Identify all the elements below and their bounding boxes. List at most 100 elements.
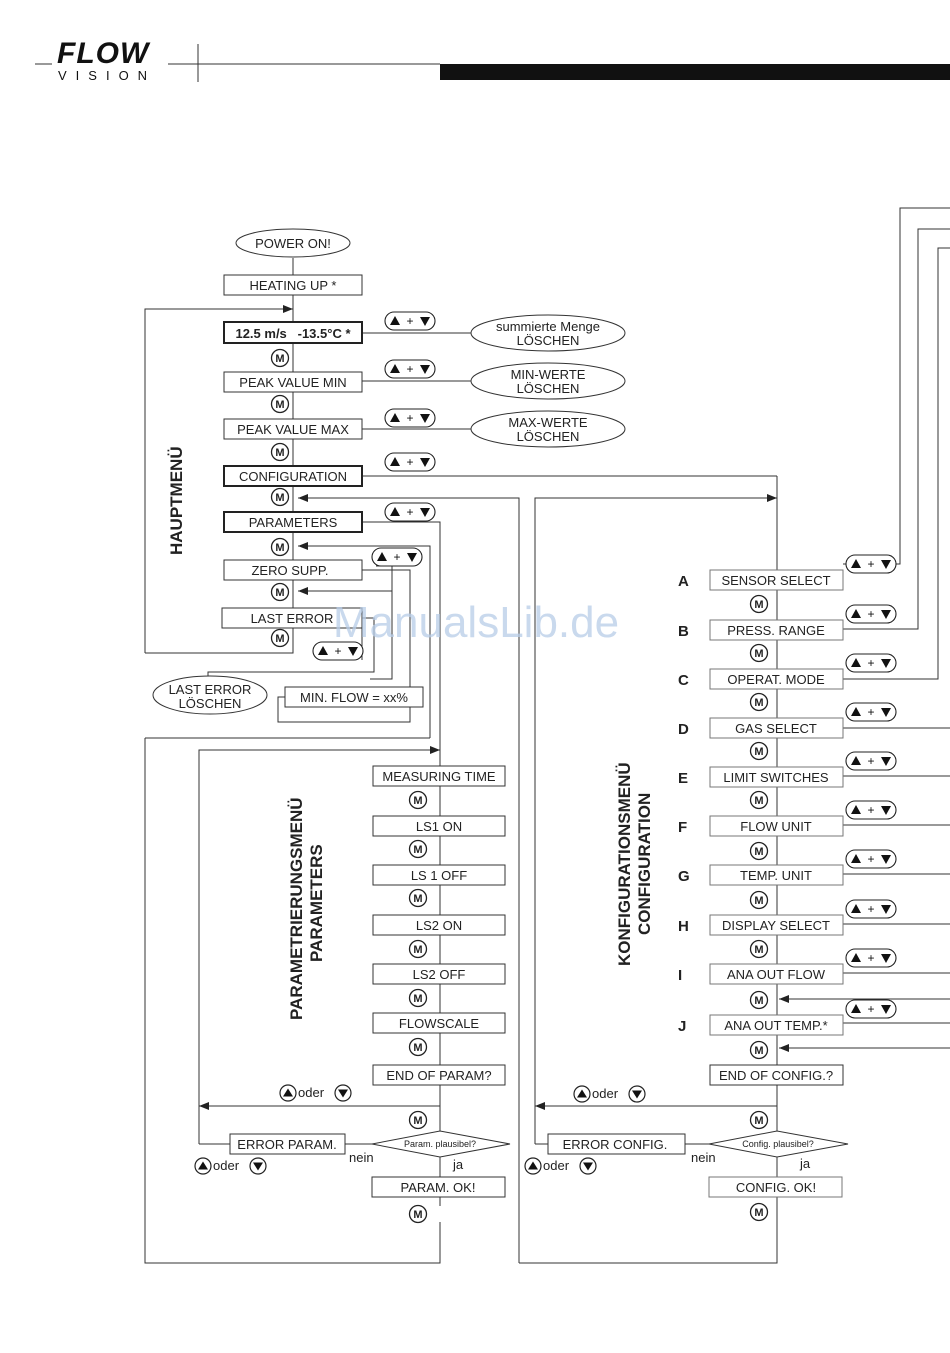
up-plus-down-key-icon: + [312,641,364,661]
reading-label: 12.5 m/s -13.5°C * [235,326,351,341]
m-key-icon: M [749,890,769,910]
config-error-label: ERROR CONFIG. [563,1137,668,1152]
m-key-icon: M [270,582,290,602]
config-decision-label: Config. plausibel? [742,1139,814,1149]
clear-last-error-line2: LÖSCHEN [179,696,242,711]
m-key-label: M [413,1209,422,1221]
up-plus-down-key-icon: + [845,800,897,820]
config-item-letter: G [678,868,690,885]
m-key-icon: M [749,643,769,663]
m-key-label: M [754,1045,763,1057]
reading-box [223,321,363,344]
m-key-label: M [413,944,422,956]
m-key-label: M [275,633,284,645]
peak-min-box [223,371,363,393]
clear-min-node [470,362,626,400]
m-key-icon: M [749,790,769,810]
config-item-box [709,914,844,936]
param-error-label: ERROR PARAM. [237,1137,336,1152]
svg-text:+: + [867,852,874,866]
up-plus-down-key-icon: + [384,408,436,428]
parameters-box [223,511,363,533]
m-key-icon: M [408,790,428,810]
config-item-label: SENSOR SELECT [721,573,830,588]
svg-text:+: + [334,644,341,658]
svg-text:oder: oder [543,1158,570,1173]
up-plus-down-key-icon: + [384,502,436,522]
svg-text:oder: oder [592,1086,619,1101]
clear-total-line2: LÖSCHEN [517,333,580,348]
up-plus-down-key-icon: + [845,604,897,624]
config-item-letter: A [678,573,689,590]
m-key-icon: M [408,939,428,959]
up-plus-down-key-icon: + [845,999,897,1019]
m-key-icon: M [749,741,769,761]
config-item-letter: H [678,918,689,935]
param-item-box [372,1012,506,1034]
param-item-box [372,1064,506,1086]
peak-max-label: PEAK VALUE MAX [237,422,349,437]
param-item-label: LS 1 OFF [411,868,467,883]
param-item-box [372,864,506,886]
m-key-icon: M [408,888,428,908]
clear-min-line2: LÖSCHEN [517,381,580,396]
m-key-label: M [413,1115,422,1127]
last-error-label: LAST ERROR [251,611,334,626]
config-decision-node [708,1130,849,1158]
m-key-label: M [754,846,763,858]
svg-text:+: + [867,951,874,965]
param-ok-box [371,1176,506,1198]
config-item-box [709,815,844,837]
svg-text:+: + [867,754,874,768]
param-menu: PARAMETRIERUNGSMENÜ PARAMETERS MEASURING… [229,765,511,1198]
clear-last-error-node [152,675,268,715]
up-plus-down-key-icon: + [845,554,897,574]
config-ja-label: ja [799,1156,811,1171]
clear-min-line1: MIN-WERTE [511,367,586,382]
min-flow-label: MIN. FLOW = xx% [300,690,408,705]
param-decision-label: Param. plausibel? [404,1139,476,1149]
m-key-label: M [275,353,284,365]
config-item-letter: F [678,819,687,836]
up-plus-down-key-icon: + [845,751,897,771]
clear-max-line1: MAX-WERTE [508,415,588,430]
m-key-label: M [754,599,763,611]
logo-text: FLOW [57,37,151,70]
param-item-label: MEASURING TIME [382,769,495,784]
svg-text:+: + [406,505,413,519]
config-error-box [547,1133,686,1155]
m-key-icon: M [749,939,769,959]
svg-text:+: + [867,705,874,719]
m-key-label: M [413,993,422,1005]
config-item-label: LIMIT SWITCHES [723,770,829,785]
heating-up-label: HEATING UP * [250,278,337,293]
m-key-icon: M [270,442,290,462]
m-key-label: M [275,399,284,411]
config-menu-title-1: KONFIGURATIONSMENÜ [615,762,634,966]
config-item-label: TEMP. UNIT [740,868,812,883]
heating-up-box [223,274,363,296]
svg-text:+: + [867,803,874,817]
header-bar [440,64,950,80]
m-key-icon: M [749,594,769,614]
config-item-letter: I [678,967,682,984]
config-item-box [709,766,844,788]
m-key-label: M [754,697,763,709]
clear-max-line2: LÖSCHEN [517,429,580,444]
m-key-icon: M [408,1110,428,1130]
param-item-box [372,765,506,787]
clear-max-node [470,410,626,448]
m-key-label: M [754,895,763,907]
config-menu: KONFIGURATIONSMENÜ CONFIGURATION SENSOR … [547,569,849,1198]
watermark: ManualsLib.de [333,598,619,647]
config-nein-label: nein [691,1150,716,1165]
up-plus-down-key-icon: + [845,849,897,869]
up-oder-down-key-icon: oder [194,1157,267,1175]
clear-total-node [470,314,626,352]
svg-text:oder: oder [298,1085,325,1100]
config-item-letter: J [678,1018,686,1035]
config-item-label: ANA OUT FLOW [727,967,826,982]
param-item-label: END OF PARAM? [386,1068,491,1083]
param-item-label: LS1 ON [416,819,462,834]
up-oder-down-key-icon: oder [573,1085,646,1103]
